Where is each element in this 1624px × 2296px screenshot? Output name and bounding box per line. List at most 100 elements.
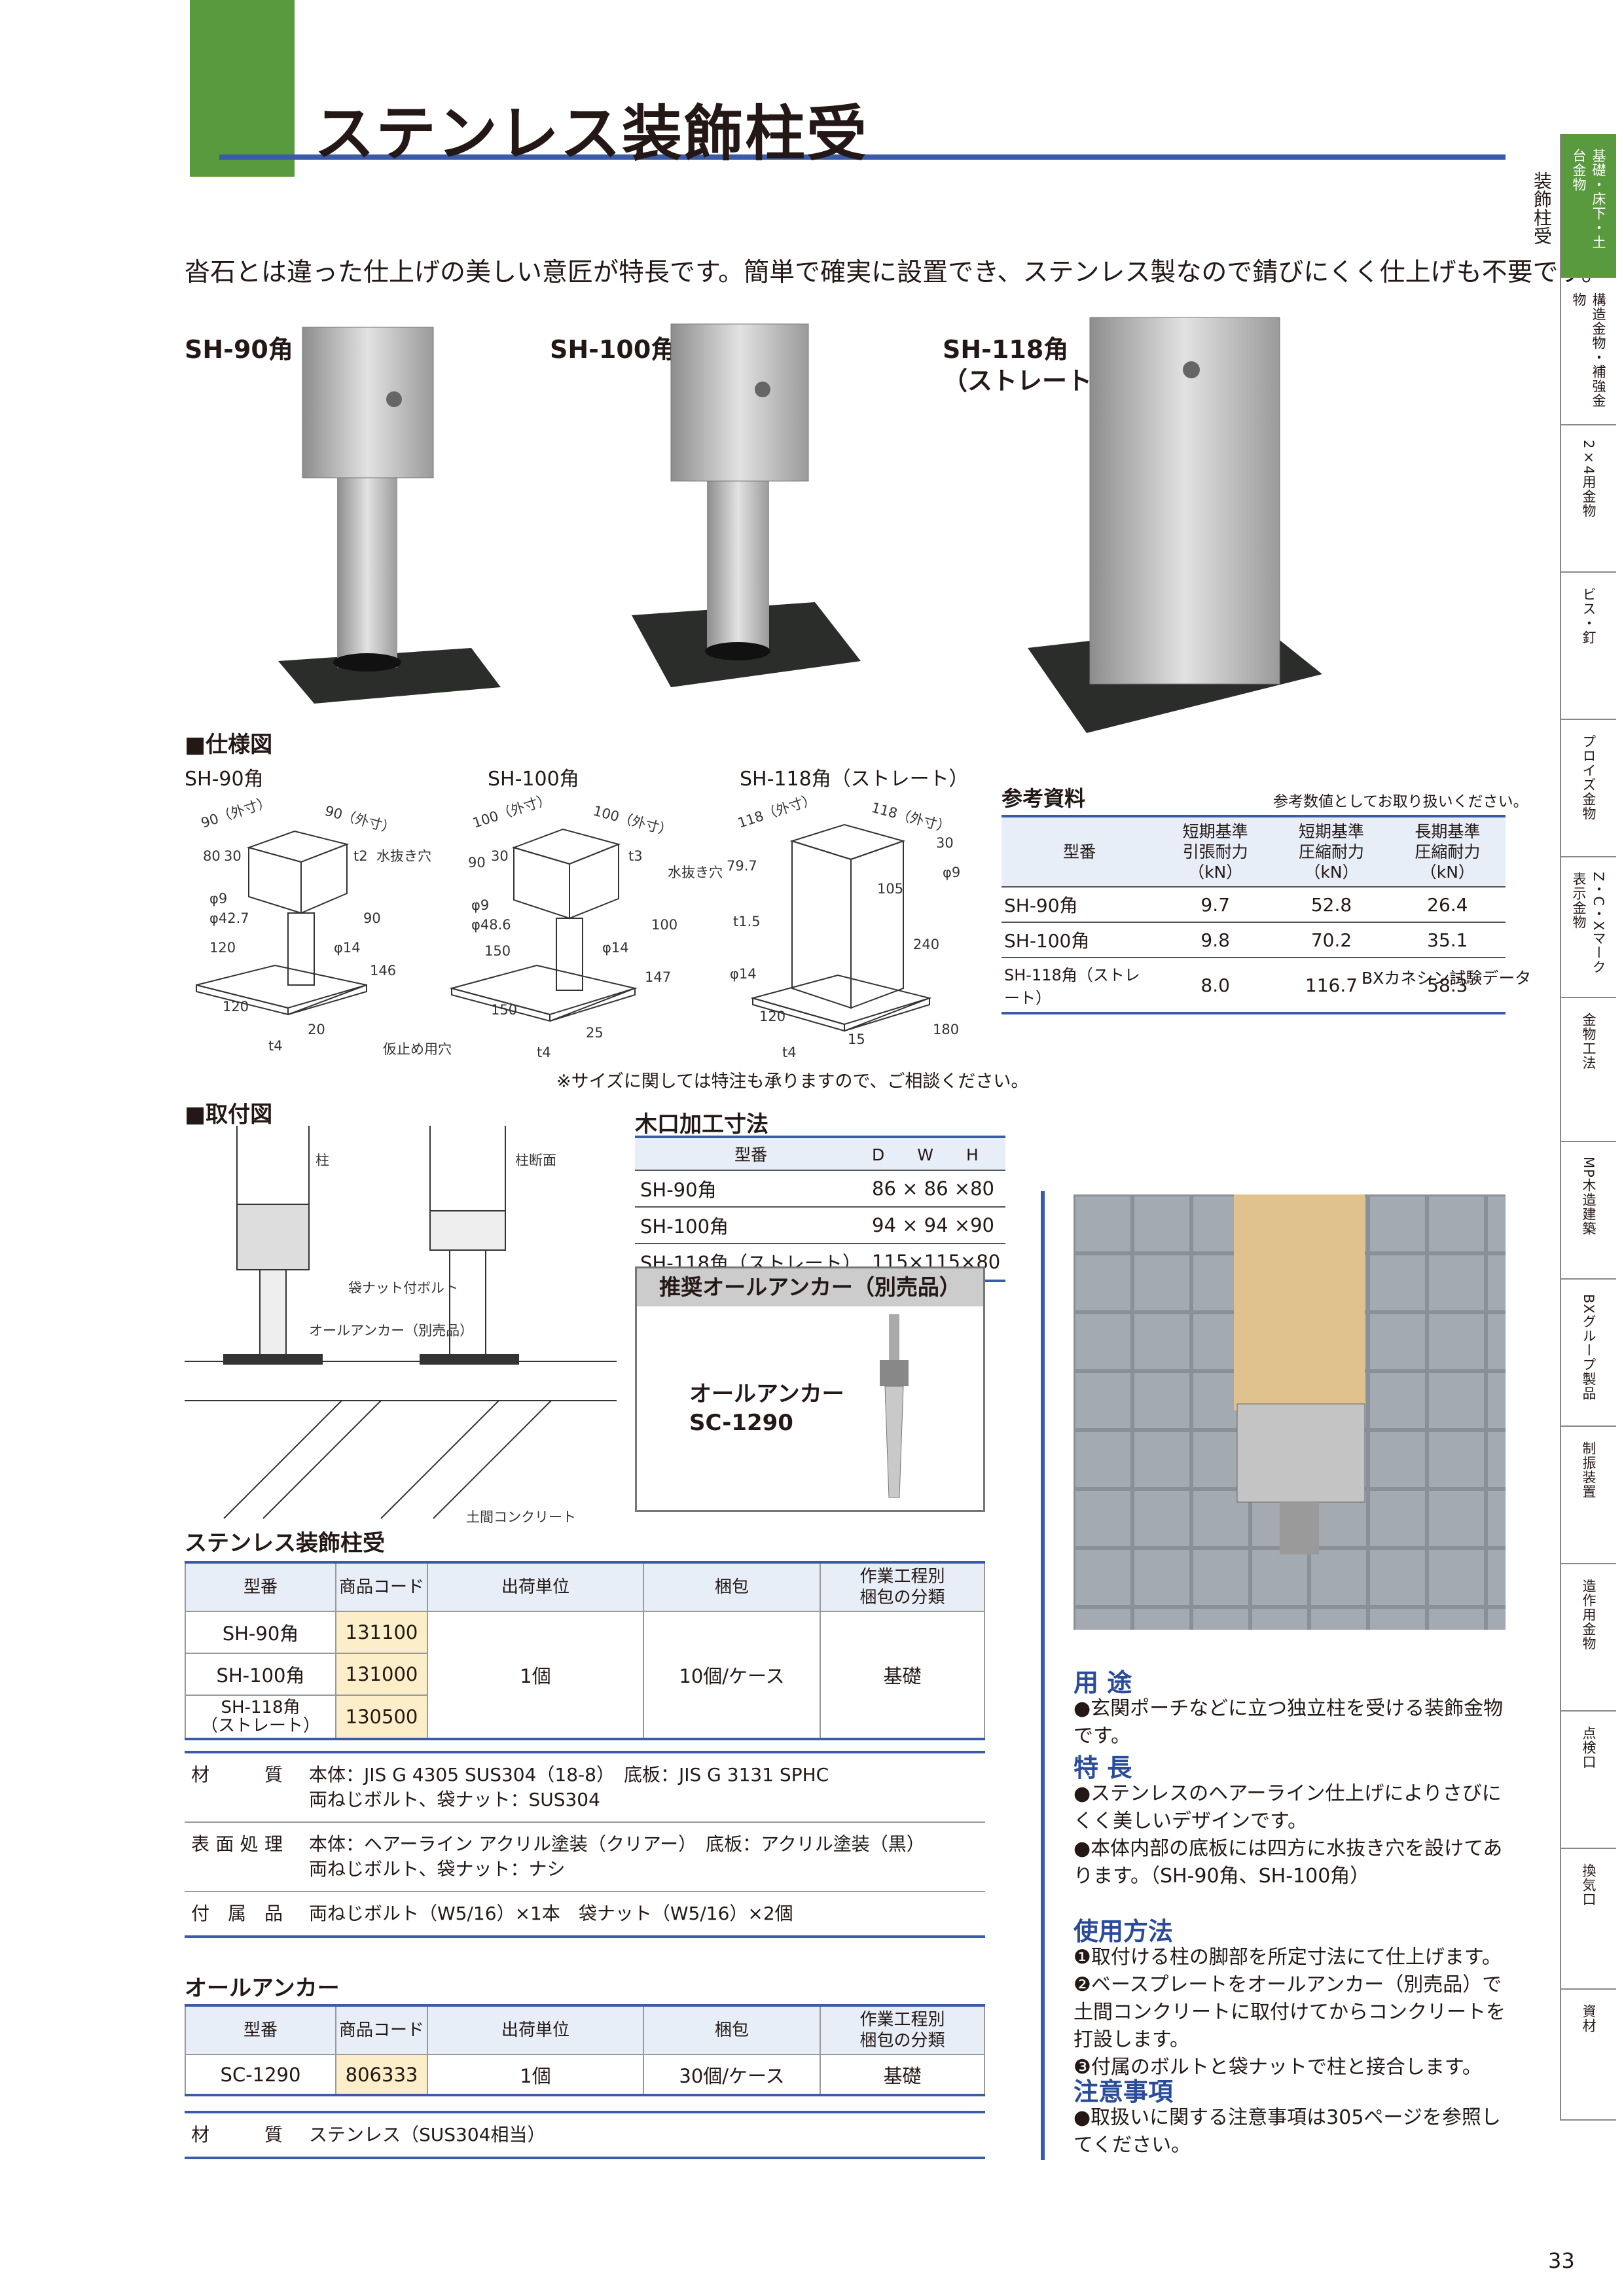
tab-2x4[interactable]: 2×4用金物 bbox=[1560, 425, 1616, 573]
tab-vent[interactable]: 換気口 bbox=[1560, 1849, 1616, 1990]
anchor-material-table: 材質ステンレス（SUS304相当） bbox=[185, 2111, 985, 2159]
dim-a16: 仮止め用穴 bbox=[383, 1041, 452, 1057]
installation-photo bbox=[1074, 1194, 1506, 1630]
dim-b15: t4 bbox=[537, 1045, 551, 1060]
ref-h-3: 長期基準圧縮耐力（kN） bbox=[1389, 816, 1506, 888]
dim-c5: φ9 bbox=[943, 865, 960, 880]
tab-damper[interactable]: 制振装置 bbox=[1560, 1427, 1616, 1564]
product-label-sh118: SH-118角（ストレート） bbox=[943, 335, 1117, 395]
ref-source: BXカネシン試験データ bbox=[1362, 969, 1532, 988]
install-anchor-label: オールアンカー（別売品） bbox=[309, 1323, 473, 1338]
dim-a10: φ14 bbox=[334, 940, 361, 956]
dim-c2: 118（外寸） bbox=[870, 800, 952, 836]
dim-a7: t2 bbox=[353, 848, 368, 864]
table-row: SH-118角（ストレート）130500 bbox=[185, 1695, 984, 1740]
product-label-sh90: SH-90角 bbox=[185, 335, 293, 364]
caution-text: ●取扱いに関する注意事項は305ページを参照してください。 bbox=[1074, 2106, 1501, 2157]
header-accent-block bbox=[190, 0, 295, 177]
tab-mp[interactable]: MP木造建築 bbox=[1560, 1142, 1616, 1280]
install-concrete-label: 土間コンクリート bbox=[466, 1509, 576, 1525]
tab-screws[interactable]: ビス・釘 bbox=[1560, 573, 1616, 720]
dim-b7: t3 bbox=[628, 848, 643, 864]
ref-h-1: 短期基準引張耐力（kN） bbox=[1157, 816, 1274, 888]
dim-b9: 100 bbox=[651, 917, 677, 933]
side-label: 装飾柱受 bbox=[1531, 171, 1553, 245]
dim-a13: 120 bbox=[223, 999, 249, 1014]
anchor-bolt-illustration bbox=[880, 1314, 909, 1498]
spec-label-sh100: SH-100角 bbox=[488, 768, 579, 791]
ref-title: 参考資料 bbox=[1001, 786, 1086, 811]
anchor-box-title: 推奨オールアンカー（別売品） bbox=[637, 1268, 983, 1306]
spec-label-sh118: SH-118角（ストレート） bbox=[740, 768, 969, 791]
page-number: 33 bbox=[1548, 2248, 1575, 2273]
tab-materials[interactable]: 資材 bbox=[1560, 1990, 1616, 2121]
ref-h-2: 短期基準圧縮耐力（kN） bbox=[1273, 816, 1390, 888]
dim-a12: 146 bbox=[370, 963, 396, 978]
dim-a5: φ9 bbox=[209, 891, 227, 906]
material-table: 材質本体：JIS G 4305 SUS304（18-8） 底板：JIS G 31… bbox=[185, 1751, 985, 1938]
dim-b4: 30 bbox=[491, 848, 509, 864]
dim-b14: 25 bbox=[586, 1025, 604, 1041]
dim-a15: t4 bbox=[268, 1038, 283, 1054]
wood-title: 木口加工寸法 bbox=[635, 1111, 768, 1138]
section-tabs: 基礎・床下・土台金物 構造金物・補強金物 2×4用金物 ビス・釘 プロイズ金物 … bbox=[1560, 134, 1624, 2121]
dim-c4: 30 bbox=[936, 835, 954, 851]
dim-c8: 240 bbox=[913, 937, 939, 952]
dim-b11: 150 bbox=[484, 943, 511, 959]
install-diagram: 柱 柱断面 袋ナット付ボルト オールアンカー（別売品） 土間コンクリート bbox=[185, 1126, 617, 1525]
dim-b1: 100（外寸） bbox=[471, 791, 552, 831]
dim-a4: 30 bbox=[224, 848, 242, 864]
install-post-label: 柱 bbox=[316, 1153, 329, 1168]
dim-a8: 水抜き穴 bbox=[376, 848, 431, 864]
tab-inspection[interactable]: 点検口 bbox=[1560, 1712, 1616, 1849]
tab-method[interactable]: 金物工法 bbox=[1560, 998, 1616, 1142]
dim-c9: φ14 bbox=[730, 966, 757, 982]
dim-c13: t4 bbox=[782, 1045, 797, 1060]
dim-c1: 118（外寸） bbox=[736, 791, 818, 831]
tab-structural[interactable]: 構造金物・補強金物 bbox=[1560, 278, 1616, 425]
use-text: ●玄関ポーチなどに立つ独立柱を受ける装飾金物です。 bbox=[1074, 1697, 1504, 1748]
tab-foundation[interactable]: 基礎・床下・土台金物 bbox=[1560, 134, 1616, 278]
product-photo-sh118 bbox=[1028, 317, 1322, 733]
page-title: ステンレス装飾柱受 bbox=[314, 99, 869, 169]
tab-bx[interactable]: BXグループ製品 bbox=[1560, 1280, 1616, 1427]
dim-b6: φ48.6 bbox=[471, 917, 511, 933]
tab-proiz[interactable]: プロイズ金物 bbox=[1560, 720, 1616, 857]
dim-b13: 150 bbox=[491, 1002, 517, 1018]
right-column-rule bbox=[1041, 1191, 1045, 2160]
prodtable-title: ステンレス装飾柱受 bbox=[185, 1530, 385, 1556]
dim-a14: 20 bbox=[308, 1022, 325, 1037]
dim-b5: φ9 bbox=[471, 897, 489, 913]
spec-note: ※サイズに関しては特注も承りますので、ご相談ください。 bbox=[556, 1071, 1029, 1092]
spec-title: ■仕様図 bbox=[185, 732, 273, 758]
dim-a1: 90（外寸） bbox=[199, 794, 273, 831]
dim-b12: 147 bbox=[645, 969, 671, 985]
feature-heading: 特 長 bbox=[1074, 1753, 1132, 1782]
ref-h-model: 型番 bbox=[1001, 816, 1157, 888]
dim-c11: 15 bbox=[848, 1031, 865, 1047]
ref-note: 参考数値としてお取り扱いください。 bbox=[1273, 793, 1528, 810]
tab-fixture[interactable]: 造作用金物 bbox=[1560, 1564, 1616, 1712]
anchortable-title: オールアンカー bbox=[185, 1975, 340, 2001]
tab-zcx[interactable]: Z・C・Xマーク表示金物 bbox=[1560, 857, 1616, 998]
dim-c3: 79.7 bbox=[727, 858, 757, 874]
install-title: ■取付図 bbox=[185, 1102, 273, 1128]
dim-a9: 90 bbox=[363, 910, 381, 926]
dim-b2: 100（外寸） bbox=[592, 803, 674, 839]
product-label-sh100: SH-100角 bbox=[550, 335, 676, 364]
feature-text: ●ステンレスのヘアーライン仕上げによりさびにくく美しいデザインです。●本体内部の… bbox=[1074, 1782, 1503, 1888]
dim-b3: 90 bbox=[468, 855, 486, 870]
dim-c10: 120 bbox=[759, 1009, 785, 1024]
lead-text: 沓石とは違った仕上げの美しい意匠が特長です。簡単で確実に設置でき、ステンレス製な… bbox=[185, 258, 1607, 287]
install-section-label: 柱断面 bbox=[515, 1153, 556, 1168]
